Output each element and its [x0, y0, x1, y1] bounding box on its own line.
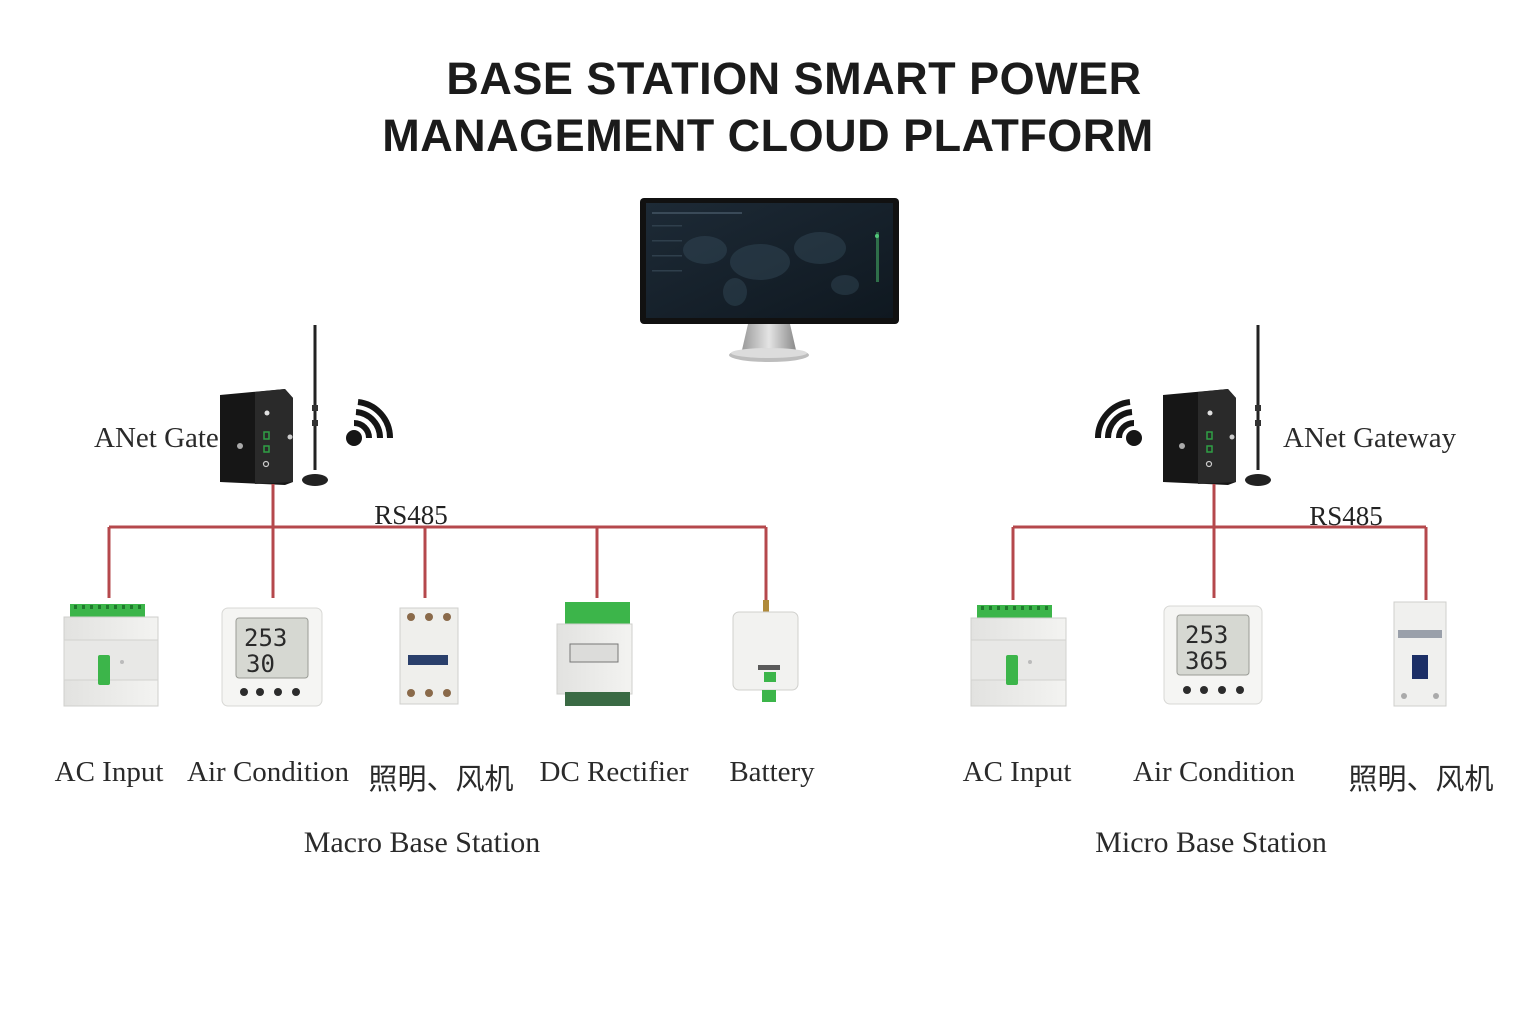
station-label-macro: Macro Base Station	[303, 826, 541, 859]
wifi-signal-icon	[346, 399, 394, 446]
title-line-1: BASE STATION SMART POWER	[446, 53, 1142, 104]
air-condition-thermostat-left: 253 30	[221, 607, 323, 707]
thermo-display-bottom: 365	[1185, 647, 1228, 675]
device-label-battery: Battery	[729, 756, 815, 788]
device-label-ac-input-right: AC Input	[962, 756, 1072, 788]
thermo-display-top: 253	[244, 624, 287, 652]
thermo-display-bottom: 30	[246, 650, 275, 678]
rs485-label-right: RS485	[1309, 501, 1383, 531]
device-label-air-condition-left: Air Condition	[187, 756, 349, 788]
station-label-micro: Micro Base Station	[1095, 826, 1327, 859]
rs485-bus-left	[107, 484, 768, 606]
gateway-label-right: ANet Gateway	[1283, 422, 1457, 454]
device-label-ac-input-left: AC Input	[54, 756, 164, 788]
anet-gateway-left	[220, 325, 328, 486]
rs485-bus-right	[1011, 484, 1428, 600]
thermo-display-top: 253	[1185, 621, 1228, 649]
ac-input-meter-left	[63, 604, 159, 707]
wifi-signal-icon	[1094, 399, 1142, 446]
gateway-label-left: ANet Gate	[94, 422, 219, 454]
air-condition-thermostat-right: 253 365	[1163, 605, 1263, 705]
device-label-lighting-fan-right: 照明、风机	[1348, 764, 1494, 796]
lighting-fan-breaker-left	[399, 607, 459, 705]
battery-module-left	[732, 600, 799, 702]
device-label-air-condition-right: Air Condition	[1133, 756, 1295, 788]
device-label-lighting-fan-left: 照明、风机	[368, 764, 514, 796]
anet-gateway-right	[1163, 325, 1271, 486]
dc-rectifier-meter-left	[556, 602, 633, 706]
title-line-2: MANAGEMENT CLOUD PLATFORM	[382, 110, 1154, 161]
cloud-platform-monitor	[640, 198, 899, 362]
rs485-label-left: RS485	[374, 500, 448, 530]
device-label-dc-rectifier: DC Rectifier	[539, 756, 689, 788]
ac-input-meter-right	[970, 605, 1067, 707]
lighting-fan-breaker-right	[1393, 601, 1447, 707]
